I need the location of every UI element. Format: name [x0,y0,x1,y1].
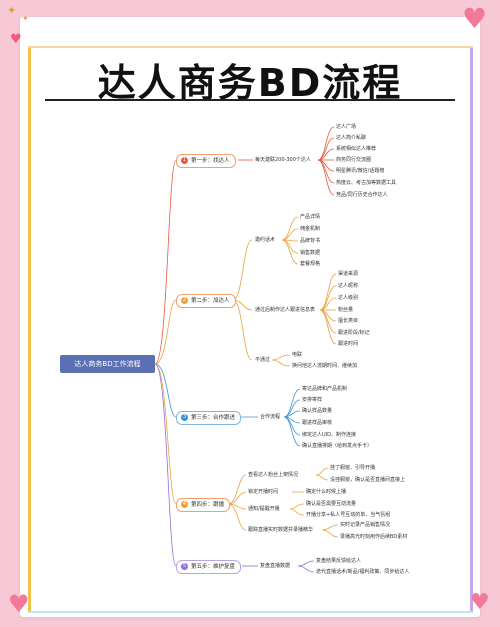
step-number-badge: 1 [181,157,188,164]
sparkle-icon: ✦ [7,4,17,17]
leaf-item: 跟进样品审核 [302,420,333,426]
step-number-badge: 3 [181,414,188,421]
sparkle-icon: ✦ [22,14,29,23]
leaf-item: 寄达品牌和产品机制 [302,386,348,392]
leaf-item: 开播分享+私人号互动的单、当气氛组 [306,512,391,518]
leaf-item: 销售数据 [300,250,321,256]
leaf-item: 粉丝量 [338,307,354,313]
branch-label: 不通过 [255,357,271,363]
step-label: 第二步：加达人 [191,298,230,304]
leaf-item: 迭代直播话术/新品/福利政策、同步给达人 [316,569,410,575]
leaf-item: 复盘结果反馈给达人 [316,558,362,564]
heart-icon: ♥ [8,590,30,618]
step-number-badge: 2 [181,297,188,304]
leaf-item: 热度云、考古加等数据工具 [336,180,397,186]
leaf-item: 套餐规格 [300,261,321,267]
leaf-item: 系统相似达人推荐 [336,146,377,152]
step-number-badge: 5 [181,563,188,570]
heart-icon: ♥ [462,2,488,35]
leaf-item: 确认直播排期（给到发点手卡） [302,443,373,449]
mindmap-root: 达人商务BD工作流程 [60,355,155,373]
leaf-item: 绑定达人UID、制作连接 [302,432,356,438]
leaf-item: 确定什么时候上播 [306,489,347,495]
leaf-item: 实时记录产品销售情况 [340,522,391,528]
branch-label: 邀约话术 [255,237,276,243]
leaf-item: 竞品/同行历史合作达人 [336,192,388,198]
leaf-item: 达人简介私聊 [336,135,367,141]
leaf-item: 跟进阶段/标记 [338,330,370,336]
branch-label: 通知/提醒开播 [248,506,280,512]
leaf-item: 没挂橱窗，确认是否直播间直接上 [330,477,406,483]
branch-label: 每天建联200-300个达人 [255,157,311,163]
poster-border-left [28,46,31,613]
leaf-item: 确认样品数量 [302,408,333,414]
step-label: 第一步：找达人 [191,158,230,164]
leaf-item: 渠道来源 [338,271,359,277]
leaf-item: 跟进时间 [338,341,359,347]
branch-label: 查看达人粉丝上架情况 [248,472,299,478]
leaf-item: 录播高光时刻用作后续BD素材 [340,534,408,540]
branch-label: 合作流程 [260,414,281,420]
leaf-item: 达人广场 [336,124,357,130]
poster-border-top [28,46,473,48]
step-number-badge: 4 [181,501,188,508]
poster-card [20,17,480,617]
title-underline [45,99,455,101]
heart-icon: ♥ [10,32,22,47]
leaf-item: 换问他达人流期时间、继续加 [292,363,358,369]
poster-border-bottom [28,611,473,613]
leaf-item: 达人昵称 [338,283,359,289]
step-label: 第五步：维护复盘 [191,564,236,570]
branch-label: 复盘直播数据 [260,563,291,569]
leaf-item: 电联 [292,352,303,358]
leaf-item: 商务同行交流圈 [336,157,372,163]
leaf-item: 明星腾讯/微信/话题榜 [336,168,385,174]
leaf-item: 擅长类目 [338,318,359,324]
branch-label: 锁定开播时间 [248,489,279,495]
page-title: 达人商务BD流程 [97,61,403,105]
leaf-item: 挂了橱窗、引导开播 [330,465,376,471]
branch-label: 通过后制作达人跟进信息表 [255,307,316,313]
heart-icon: ♥ [470,590,490,615]
leaf-item: 达人级别 [338,295,359,301]
leaf-item: 产品详情 [300,214,321,220]
branch-label: 跟踪直播实时数据并录播精华 [248,527,314,533]
leaf-item: 品牌背书 [300,238,321,244]
leaf-item: 确认是否需要互动流量 [306,501,357,507]
poster-border-right [470,46,473,613]
leaf-item: 安排寄样 [302,397,323,403]
step-label: 第三步：合作跟进 [191,415,236,421]
step-label: 第四步：跟播 [191,502,225,508]
leaf-item: 佣金机制 [300,226,321,232]
